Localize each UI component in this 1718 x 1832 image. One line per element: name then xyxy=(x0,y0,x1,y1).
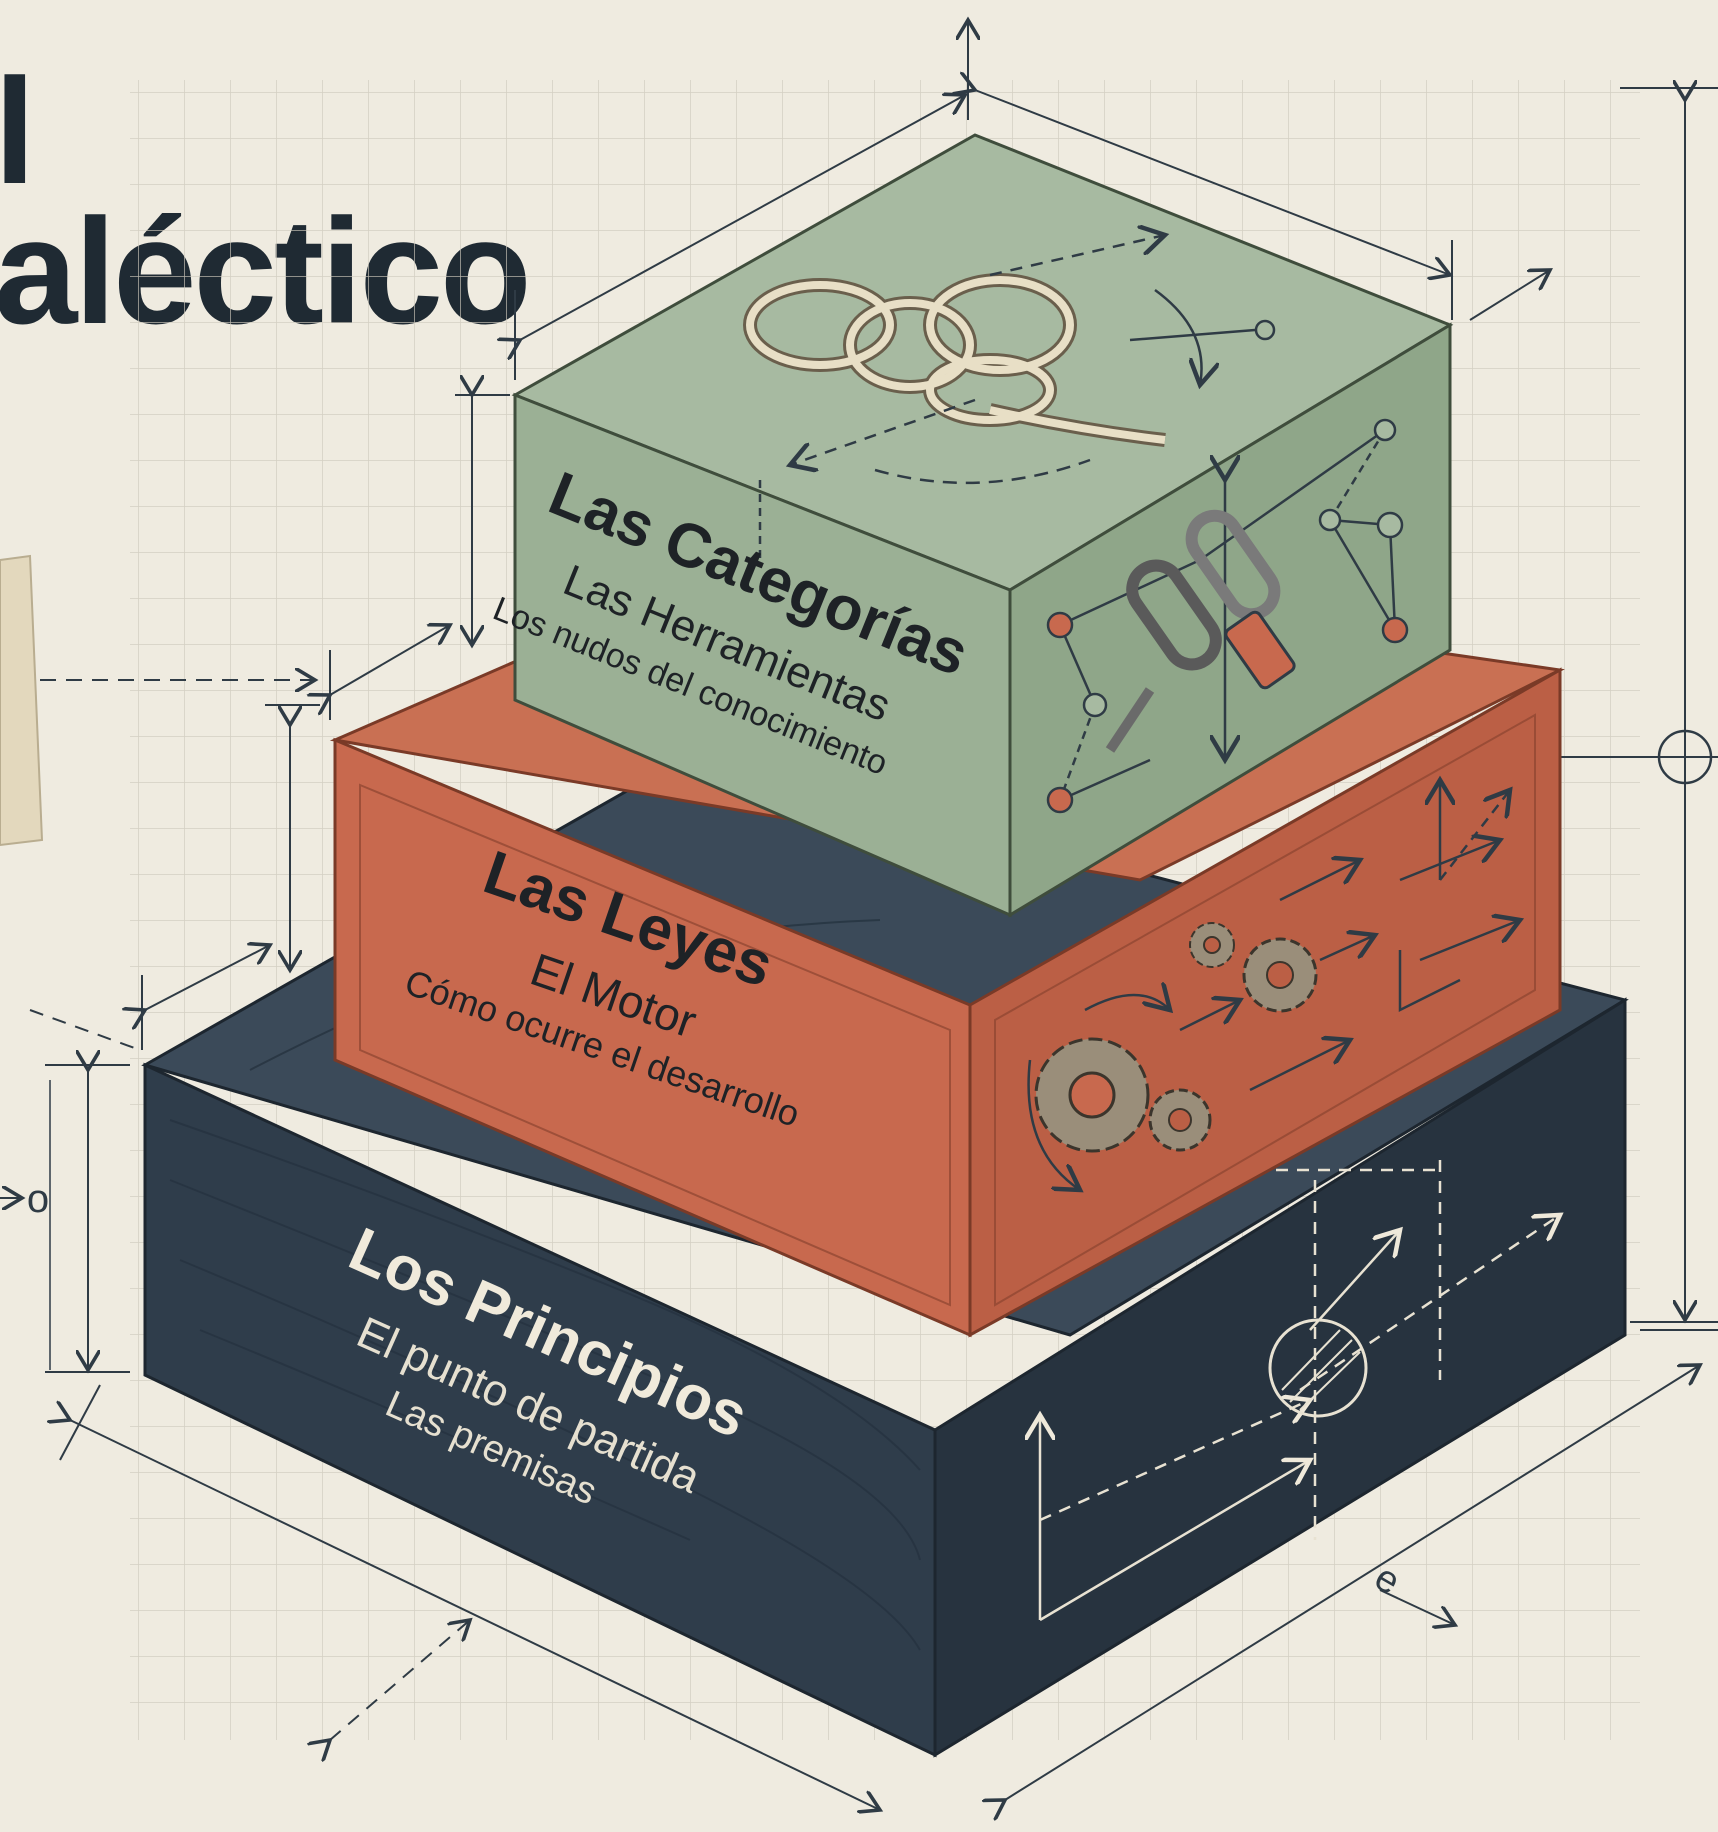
dimension-lines xyxy=(0,20,1718,1810)
left-circle-mark: o xyxy=(27,1177,49,1221)
title-line-1: l xyxy=(0,47,36,215)
chain-link-icon xyxy=(1105,509,1296,753)
principios-side-face xyxy=(933,997,1627,1758)
target-circle-icon xyxy=(1268,1318,1368,1418)
paper-scrap xyxy=(0,554,44,847)
gears-icon xyxy=(1034,922,1318,1153)
block-categorias: Las Categorías Las Herramientas Los nudo… xyxy=(488,133,1454,918)
